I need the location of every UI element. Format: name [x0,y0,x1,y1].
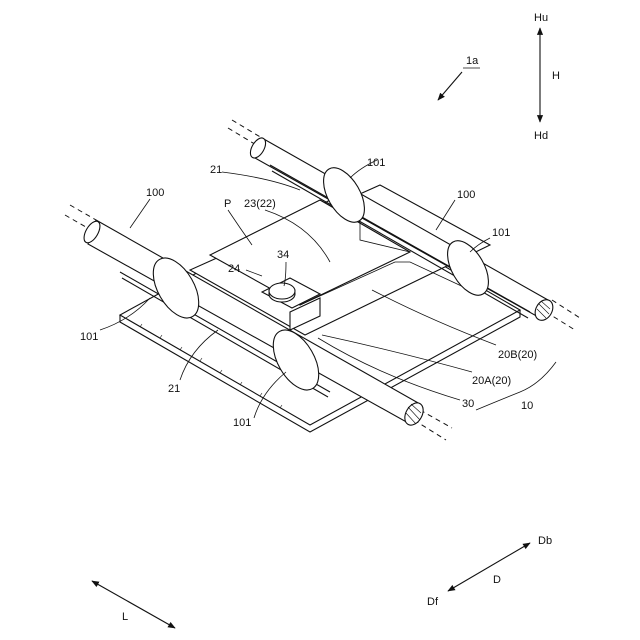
figure-ref-arrow [438,72,462,100]
label-holder-101-b: 101 [492,227,510,239]
label-lateral: L [122,611,128,623]
label-pipe-right: 100 [457,189,475,201]
label-front: Df [427,596,439,608]
label-10: 10 [521,400,533,412]
label-holder-101-a: 101 [367,157,385,169]
label-20b: 20B(20) [498,349,537,361]
depth-axis-arrow [448,543,530,591]
label-back: Db [538,535,552,547]
label-depth: D [493,574,501,586]
label-21-bottom: 21 [168,383,180,395]
label-holder-101-c: 101 [80,331,98,343]
label-figure-ref: 1a [466,55,479,67]
label-30: 30 [462,398,474,410]
label-24: 24 [228,263,240,275]
label-height: H [552,70,560,82]
label-20a: 20A(20) [472,375,511,387]
label-holder-101-d: 101 [233,417,251,429]
label-34: 34 [277,249,289,261]
label-p: P [224,198,231,210]
label-up: Hu [534,12,548,24]
label-21-top: 21 [210,164,222,176]
label-pipe-left: 100 [146,187,164,199]
label-23-22: 23(22) [244,198,276,210]
lateral-axis-arrow [92,581,175,628]
label-down: Hd [534,130,548,142]
